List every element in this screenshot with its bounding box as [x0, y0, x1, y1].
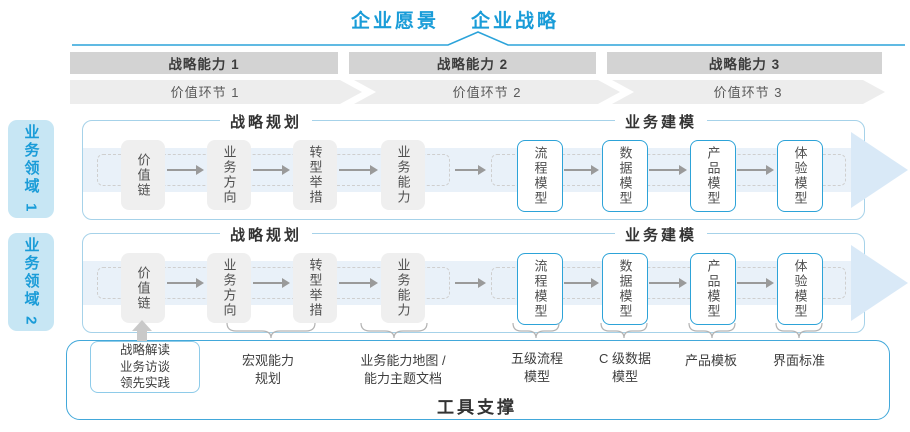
box-product-model: 产品模型: [690, 140, 736, 212]
planning-header: 战略规划: [219, 224, 313, 245]
tool-support-title: 工具支撑: [437, 398, 517, 417]
brace-ui-standard: [775, 322, 823, 339]
up-arrow-icon: [137, 331, 147, 343]
box-label: 转型举措: [307, 258, 323, 318]
box-label: 数据模型: [617, 259, 633, 319]
stream-arrowhead-icon: [851, 245, 908, 321]
value-chevron-label-3: 价值环节 3: [714, 85, 783, 100]
capability-bar-label: 战略能力 1: [168, 57, 240, 72]
box-process-model: 流程模型: [517, 140, 563, 212]
box-label: 转型举措: [307, 145, 323, 205]
box-business-capability: 业务能力: [381, 140, 425, 210]
stream-arrowhead-icon: [851, 132, 908, 208]
box-label: 数据模型: [617, 146, 633, 206]
box-label: 业务能力: [395, 258, 411, 318]
value-chevron-label-1: 价值环节 1: [171, 85, 240, 100]
box-business-capability: 业务能力: [381, 253, 425, 323]
flow-arrow-icon: [167, 165, 204, 175]
note-capability-map: 业务能力地图 / 能力主题文档: [360, 353, 446, 387]
box-label: 流程模型: [532, 146, 548, 206]
box-label: 体验模型: [792, 259, 808, 319]
box-transformation-initiatives: 转型举措: [293, 140, 337, 210]
brace-capability-map: [360, 322, 428, 339]
capability-bar-2: 战略能力 2: [349, 52, 596, 74]
box-transformation-initiatives: 转型举措: [293, 253, 337, 323]
box-label: 产品模型: [705, 259, 721, 319]
flow-arrow-icon: [253, 165, 290, 175]
note-macro-capability: 宏观能力 规划: [241, 353, 295, 387]
brace-process-model: [512, 322, 560, 339]
box-experience-model: 体验模型: [777, 140, 823, 212]
business-domain-panel-2: 战略规划 业务建模 价值链 业务方向 转型举措 业务能力 流程模型 数据模型 产…: [82, 224, 908, 333]
modeling-header: 业务建模: [614, 111, 708, 132]
brace-product-template: [688, 322, 736, 339]
up-arrow-icon: [132, 320, 152, 331]
flow-arrow-icon: [564, 165, 599, 175]
brace-macro-capability: [226, 322, 316, 339]
note-process-model: 五级流程 模型: [510, 351, 564, 385]
flow-arrow-icon: [455, 278, 486, 288]
box-process-model: 流程模型: [517, 253, 563, 325]
tool-support-box: [66, 340, 890, 420]
flow-arrow-icon: [649, 278, 687, 288]
box-label: 产品模型: [705, 146, 721, 206]
flow-arrow-icon: [737, 278, 774, 288]
brace-data-model: [600, 322, 648, 339]
box-label: 价值链: [135, 265, 151, 311]
domain-label-1: 业务领域 1: [8, 120, 54, 218]
note-data-model: C 级数据 模型: [598, 351, 652, 385]
pointer-line: [72, 31, 905, 46]
flow-arrow-icon: [339, 278, 378, 288]
box-experience-model: 体验模型: [777, 253, 823, 325]
box-value-chain: 价值链: [121, 140, 165, 210]
flow-arrow-icon: [339, 165, 378, 175]
dashed-track-left: [97, 154, 450, 186]
practice-note-box: 战略解读 业务访谈 领先实践: [90, 341, 200, 393]
box-value-chain: 价值链: [121, 253, 165, 323]
box-data-model: 数据模型: [602, 140, 648, 212]
box-data-model: 数据模型: [602, 253, 648, 325]
capability-bar-3: 战略能力 3: [607, 52, 882, 74]
box-label: 体验模型: [792, 146, 808, 206]
flow-arrow-icon: [564, 278, 599, 288]
title-vision: 企业愿景: [350, 11, 439, 32]
page-title: 企业愿景 企业战略: [0, 6, 910, 33]
flow-arrow-icon: [737, 165, 774, 175]
domain-label-text: 业务领域 2: [22, 236, 40, 328]
flow-arrow-icon: [649, 165, 687, 175]
box-label: 业务方向: [221, 258, 237, 318]
value-chevron-label-2: 价值环节 2: [453, 85, 522, 100]
capability-bar-1: 战略能力 1: [70, 52, 338, 74]
flow-arrow-icon: [167, 278, 204, 288]
capability-bar-label: 战略能力 2: [436, 57, 509, 72]
box-label: 业务能力: [395, 145, 411, 205]
box-business-direction: 业务方向: [207, 140, 251, 210]
flow-arrow-icon: [455, 165, 486, 175]
note-ui-standard: 界面标准: [772, 353, 826, 368]
dashed-track-right: [491, 154, 846, 186]
flow-arrow-icon: [253, 278, 290, 288]
title-strategy: 企业战略: [471, 11, 560, 32]
domain-label-text: 业务领域 1: [22, 123, 40, 215]
dashed-track-right: [491, 267, 846, 299]
box-label: 业务方向: [221, 145, 237, 205]
note-product-template: 产品模板: [684, 353, 738, 368]
business-domain-panel-1: 战略规划 业务建模 价值链 业务方向 转型举措 业务能力 流程模型 数据模型 产…: [82, 111, 908, 220]
domain-label-2: 业务领域 2: [8, 233, 54, 331]
value-chevron-band: 价值环节 1 价值环节 2 价值环节 3: [70, 80, 885, 104]
box-product-model: 产品模型: [690, 253, 736, 325]
dashed-track-left: [97, 267, 450, 299]
modeling-header: 业务建模: [614, 224, 708, 245]
planning-header: 战略规划: [219, 111, 313, 132]
box-label: 价值链: [135, 152, 151, 198]
box-business-direction: 业务方向: [207, 253, 251, 323]
capability-bar-label: 战略能力 3: [708, 57, 781, 72]
box-label: 流程模型: [532, 259, 548, 319]
